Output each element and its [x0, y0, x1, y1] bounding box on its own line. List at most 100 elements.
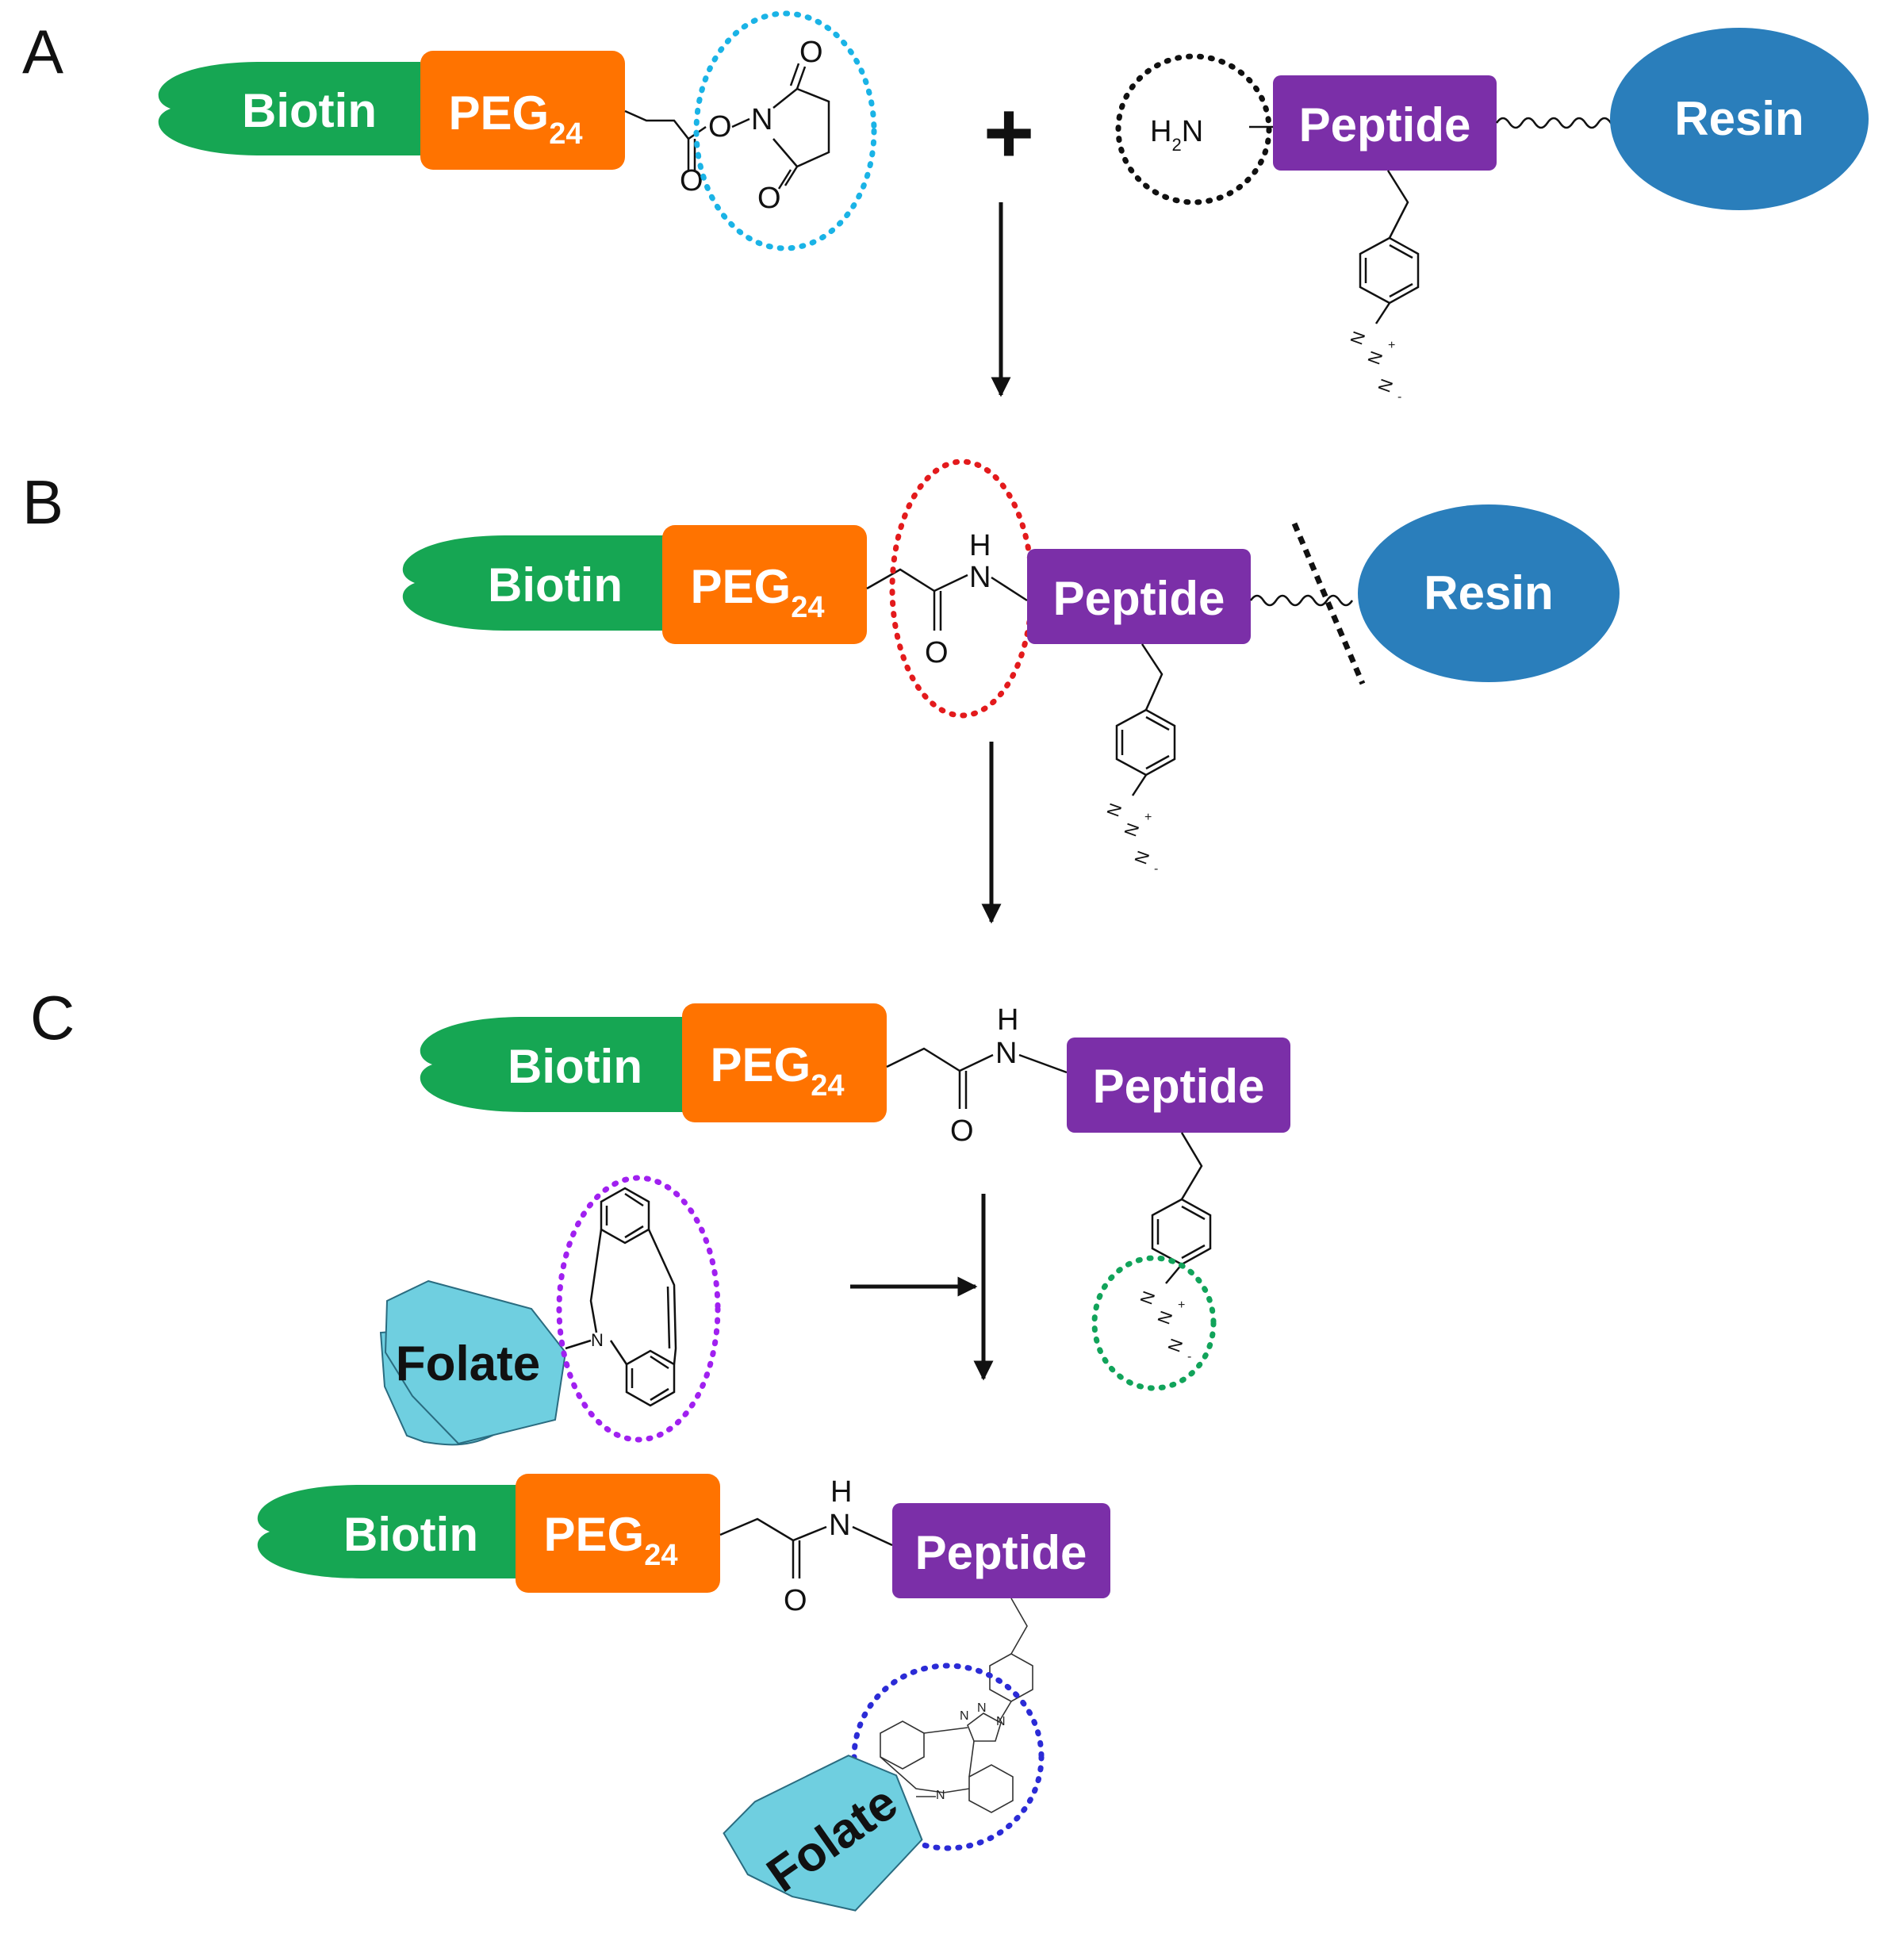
triazole-n3: N — [996, 1715, 1006, 1728]
nhs-nitrogen: N — [751, 103, 772, 136]
cleavage-line — [1291, 522, 1366, 685]
peg-subscript-c1: 24 — [811, 1069, 844, 1103]
peptide-label-a: Peptide — [1299, 98, 1471, 152]
peg-label-c1: PEG24 — [711, 1038, 845, 1103]
peg-subscript-c2: 24 — [644, 1539, 677, 1572]
peg-label-a: PEG24 — [449, 86, 583, 151]
azide-minus-c1: - — [1187, 1350, 1191, 1364]
folate-label-c1: Folate — [396, 1337, 541, 1391]
amine-subscript: 2 — [1171, 135, 1181, 155]
amide-oxygen-c1: O — [950, 1114, 974, 1148]
triazole-n2: N — [977, 1701, 987, 1715]
triazole-highlight-circle — [851, 1663, 1045, 1851]
peg-text-b: PEG — [691, 560, 792, 613]
peptide-label-c2: Peptide — [915, 1526, 1087, 1579]
azide-n1-b: N — [1102, 800, 1125, 819]
peg-block-a — [420, 51, 625, 170]
peg-block-b — [662, 525, 867, 644]
amine-label: H2N — [1150, 115, 1203, 155]
amine-highlight-circle — [1115, 53, 1272, 205]
dbco-nitrogen: N — [591, 1330, 604, 1350]
amine-h: H — [1150, 115, 1171, 148]
peptide-block-a — [1273, 75, 1497, 171]
peg-label-b: PEG24 — [691, 560, 825, 624]
biotin-label-c2: Biotin — [343, 1508, 478, 1561]
azide-n3-c1: N — [1164, 1336, 1187, 1354]
triazole-adduct-structure: N N N N — [880, 1598, 1033, 1813]
azidophenyl-side-chain-b: N N + N - — [1102, 643, 1176, 876]
dbco-highlight-circle — [556, 1175, 721, 1443]
azide-n2-c1: N — [1153, 1308, 1176, 1326]
nhs-carbonyl-oxygen-bottom: O — [757, 182, 781, 215]
amide-highlight-circle — [889, 458, 1035, 719]
peg-text-c2: PEG — [544, 1508, 645, 1561]
ester-carbonyl-oxygen: O — [680, 164, 703, 198]
azide-n2-a: N — [1363, 348, 1386, 366]
azide-plus-b: + — [1144, 811, 1152, 824]
nhs-ester-structure: O O N O O — [624, 36, 830, 215]
biotin-label-c1: Biotin — [508, 1040, 642, 1093]
biotin-label-b: Biotin — [488, 558, 623, 612]
amide-nitrogen-c1: N — [995, 1037, 1017, 1070]
azide-n2-b: N — [1120, 820, 1143, 838]
amide-hydrogen-c1: H — [997, 1003, 1018, 1037]
peptide-block-b — [1027, 549, 1251, 644]
folate-shape-c2 — [723, 1755, 923, 1912]
resin-block-b — [1358, 504, 1620, 682]
biotin-block-b — [402, 535, 665, 631]
azide-minus-a: - — [1397, 390, 1401, 404]
azide-highlight-circle — [1091, 1255, 1217, 1391]
peg-subscript-a: 24 — [549, 117, 582, 151]
amine-n: N — [1182, 115, 1203, 148]
azide-n1-c1: N — [1136, 1288, 1159, 1306]
nhs-highlight-circle — [693, 10, 877, 251]
triazole-adduct-nitrogen: N — [936, 1789, 945, 1802]
biotin-block-c1 — [420, 1017, 684, 1112]
panel-label-b: B — [22, 467, 63, 537]
amide-hydrogen-b: H — [969, 529, 991, 562]
peg-subscript-b: 24 — [791, 591, 824, 624]
amide-nitrogen-b: N — [969, 561, 991, 594]
azide-plus-c1: + — [1178, 1298, 1185, 1312]
panel-label-a: A — [22, 17, 63, 86]
amide-hydrogen-c2: H — [830, 1475, 852, 1509]
resin-block-a — [1610, 28, 1869, 210]
peg-block-c1 — [682, 1003, 887, 1122]
amide-oxygen-b: O — [925, 636, 949, 669]
biotin-label-a: Biotin — [242, 84, 377, 137]
resin-linker-b — [1249, 594, 1354, 607]
peg-text-a: PEG — [449, 86, 550, 140]
azide-plus-a: + — [1388, 339, 1395, 352]
azidophenyl-side-chain-a: N N + N - — [1346, 170, 1420, 404]
amide-structure-c1: O N H — [886, 1003, 1068, 1148]
resin-label-a: Resin — [1674, 92, 1804, 145]
dbco-structure: N — [565, 1187, 677, 1407]
ester-oxygen: O — [708, 110, 732, 144]
amide-nitrogen-c2: N — [829, 1509, 850, 1542]
panel-label-c: C — [30, 983, 75, 1053]
peg-text-c1: PEG — [711, 1038, 811, 1091]
peptide-label-c1: Peptide — [1093, 1060, 1265, 1113]
plus-sign: + — [983, 84, 1034, 182]
azide-n3-a: N — [1374, 376, 1397, 394]
biotin-block-c2 — [257, 1485, 519, 1578]
triazole-n1: N — [960, 1709, 969, 1723]
biotin-block-a — [158, 62, 420, 155]
peptide-label-b: Peptide — [1053, 572, 1225, 625]
peg-block-c2 — [516, 1474, 720, 1593]
peptide-block-c2 — [892, 1503, 1110, 1598]
azidophenyl-side-chain-c1: N N + N - — [1136, 1132, 1212, 1364]
azide-n3-b: N — [1130, 848, 1153, 866]
azide-n1-a: N — [1346, 328, 1369, 347]
nhs-carbonyl-oxygen-top: O — [799, 36, 823, 69]
amide-structure-b: O N H — [866, 529, 1028, 669]
amide-structure-c2: O N H — [719, 1475, 893, 1617]
peptide-block-c1 — [1067, 1038, 1290, 1133]
folate-block-c2: Folate — [723, 1755, 923, 1912]
azide-minus-b: - — [1154, 862, 1158, 876]
resin-label-b: Resin — [1424, 566, 1553, 619]
peg-label-c2: PEG24 — [544, 1508, 678, 1572]
folate-shape-c1 — [384, 1279, 567, 1445]
amide-oxygen-c2: O — [784, 1584, 807, 1617]
